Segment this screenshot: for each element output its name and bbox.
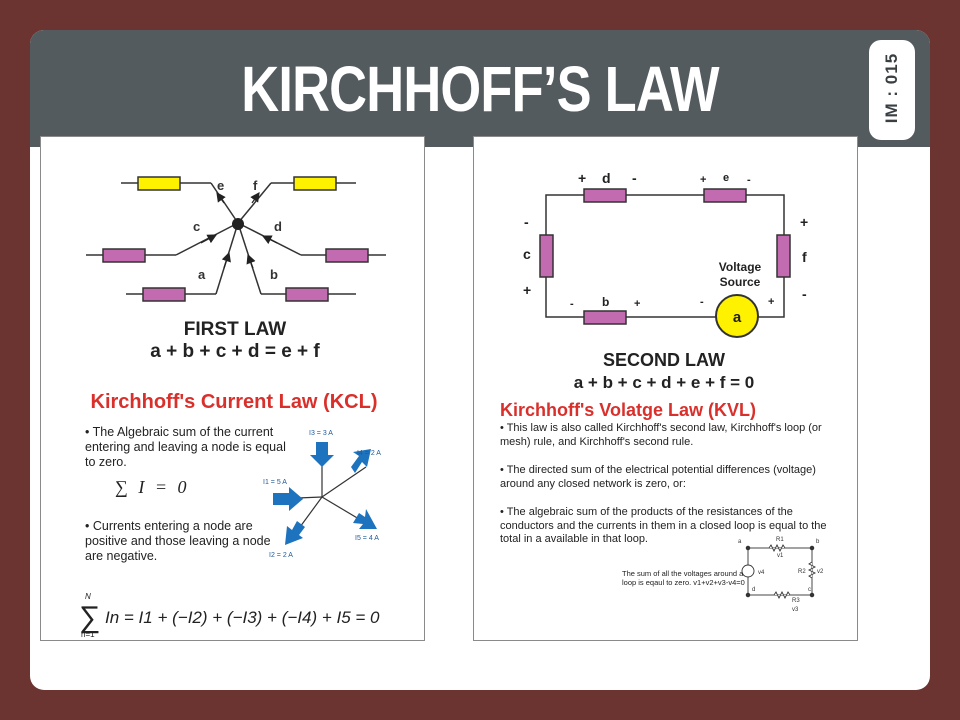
first-law-label: FIRST LAW xyxy=(184,319,286,340)
mini-circuit xyxy=(741,543,817,600)
svg-text:-: - xyxy=(570,298,574,310)
source-label-a: a xyxy=(733,309,742,326)
svg-text:+: + xyxy=(634,298,640,310)
current-i5: I5 = 4 A xyxy=(355,535,379,542)
label-f: f xyxy=(253,178,258,193)
mini-r3: R3 xyxy=(792,598,800,604)
resistor-f xyxy=(776,234,791,278)
svg-text:+: + xyxy=(523,282,531,298)
label-b: b xyxy=(270,267,278,282)
svg-text:-: - xyxy=(632,170,637,186)
badge: IM : 015 xyxy=(869,40,915,140)
kcl-heading: Kirchhoff's Current Law (KCL) xyxy=(91,391,378,413)
sum-symbol: ∑ xyxy=(79,601,100,634)
label-b: b xyxy=(602,295,609,309)
mini-v3: v3 xyxy=(792,607,799,613)
label-e: e xyxy=(217,178,224,193)
svg-text:-: - xyxy=(802,286,807,302)
svg-text:+: + xyxy=(800,214,808,230)
mini-r2: R2 xyxy=(798,569,806,575)
svg-text:+: + xyxy=(700,174,706,186)
svg-text:-: - xyxy=(524,214,529,230)
resistor-c xyxy=(102,248,146,263)
mini-v2: v2 xyxy=(817,569,824,575)
current-i1: I1 = 5 A xyxy=(263,479,287,486)
header-bar: KIRCHHOFF’S LAW IM : 015 xyxy=(30,30,930,147)
kcl-panel: e f c d a b FIRST LAW a + b + c + d = e … xyxy=(40,136,425,641)
svg-text:+: + xyxy=(768,296,774,308)
badge-label: IM : 015 xyxy=(882,52,901,124)
current-i3: I3 = 3 A xyxy=(309,430,333,437)
mini-v4: v4 xyxy=(758,570,765,576)
label-d: d xyxy=(274,219,282,234)
resistor-d xyxy=(325,248,369,263)
resistor-d xyxy=(583,188,627,203)
kcl-sum-equation: ∑ I = 0 xyxy=(115,477,187,497)
kcl-bullet-2: • Currents entering a node are positive … xyxy=(85,519,271,563)
kvl-bullet-1: • This law is also called Kirchhoff's se… xyxy=(500,422,822,448)
label-e: e xyxy=(723,172,729,184)
resistor-b xyxy=(583,310,627,325)
svg-text:+: + xyxy=(578,170,586,186)
second-law-equation: a + b + c + d + e + f = 0 xyxy=(574,373,755,392)
mini-a: a xyxy=(738,539,742,545)
kcl-bullet-1: • The Algebraic sum of the current enter… xyxy=(85,425,286,469)
kvl-heading: Kirchhoff's Volatge Law (KVL) xyxy=(500,400,756,420)
resistor-b xyxy=(285,287,329,302)
resistor-e xyxy=(703,188,747,203)
kvl-bullet-2: • The directed sum of the electrical pot… xyxy=(500,464,816,490)
label-f: f xyxy=(802,249,807,265)
sum-upper: N xyxy=(85,592,91,601)
kvl-note: The sum of all the voltages around a loo… xyxy=(622,569,745,587)
kvl-diagram: a + d - + e - - c + + f - - b + - + Volt… xyxy=(500,170,824,613)
node-dot xyxy=(232,218,244,230)
voltage-source-circle xyxy=(715,294,759,338)
mini-d: d xyxy=(752,587,755,593)
resistor-f xyxy=(293,176,337,191)
svg-text:-: - xyxy=(747,174,751,186)
label-a: a xyxy=(198,267,206,282)
svg-text:-: - xyxy=(700,296,704,308)
label-c: c xyxy=(193,219,200,234)
kvl-panel: a + d - + e - - c + + f - - b + - + Volt… xyxy=(473,136,858,641)
sum-lower: n=1 xyxy=(81,630,95,639)
mini-v1: v1 xyxy=(777,553,784,559)
kcl-diagram: e f c d a b FIRST LAW a + b + c + d = e … xyxy=(79,176,386,639)
label-d: d xyxy=(602,170,611,186)
mini-b: b xyxy=(816,539,820,545)
current-i2: I2 = 2 A xyxy=(269,552,293,559)
resistor-e xyxy=(137,176,181,191)
mini-r1: R1 xyxy=(776,537,784,543)
kcl-formula: In = I1 + (−I2) + (−I3) + (−I4) + I5 = 0 xyxy=(105,608,380,627)
page-title: KIRCHHOFF’S LAW xyxy=(241,53,719,125)
resistor-c xyxy=(539,234,554,278)
current-junction: I3 = 3 A I4 = 2 A I1 = 5 A I5 = 4 A I2 =… xyxy=(263,430,381,559)
current-i4: I4 = 2 A xyxy=(357,450,381,457)
second-law-label: SECOND LAW xyxy=(603,350,725,370)
resistor-a xyxy=(142,287,186,302)
kvl-bullet-3: • The algebraic sum of the products of t… xyxy=(500,506,827,545)
mini-c: c xyxy=(808,587,811,593)
label-c: c xyxy=(523,246,531,262)
first-law-equation: a + b + c + d = e + f xyxy=(150,341,320,362)
